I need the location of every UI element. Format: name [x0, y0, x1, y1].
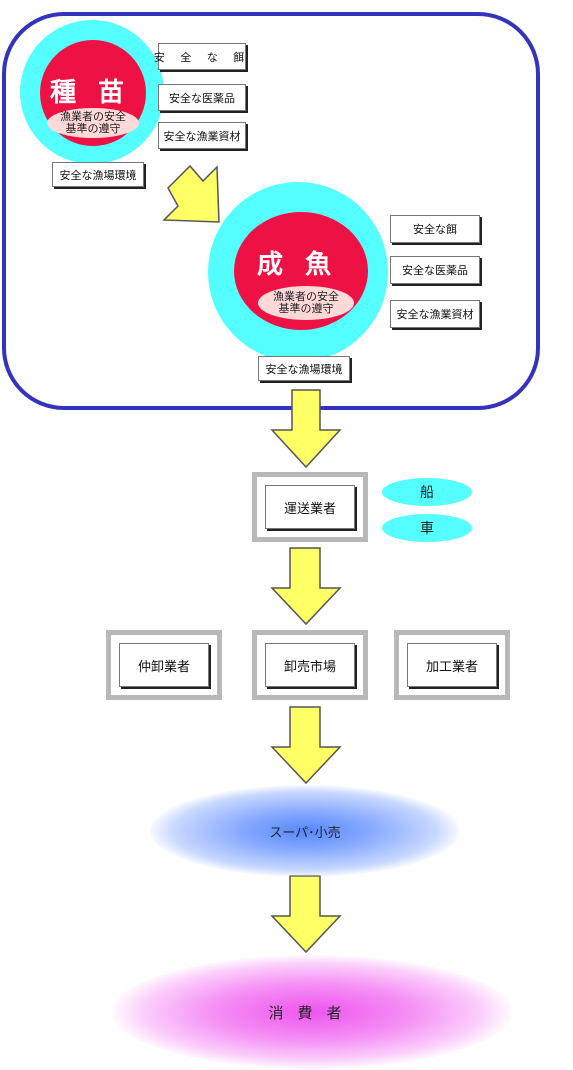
adult-input-medicine: 安全な医薬品 — [390, 256, 480, 284]
seedling-input-feed: 安 全 な 餌 — [154, 43, 246, 70]
arrow-to-retail — [270, 706, 342, 785]
adult-input-feed: 安全な餌 — [390, 215, 480, 243]
adult-note: 漁業者の安全基準の遵守 — [258, 286, 354, 320]
aquaculture-frame — [2, 12, 540, 410]
seedling-note: 漁業者の安全基準の遵守 — [47, 108, 139, 138]
arrow-to-consumer — [270, 875, 342, 954]
wholesale-market-frame: 卸売市場 — [252, 630, 368, 700]
intermediate-wholesaler-frame: 仲卸業者 — [106, 630, 222, 700]
adult-note-line2: 基準の遵守 — [278, 302, 334, 315]
adult-input-materials: 安全な漁業資材 — [390, 300, 480, 328]
seedling-title: 種苗 — [49, 78, 146, 108]
transport-label: 運送業者 — [265, 485, 355, 529]
seedling-input-materials: 安全な漁業資材 — [158, 122, 246, 149]
intermediate-wholesaler-label: 仲卸業者 — [119, 643, 209, 687]
seedling-note-line1: 漁業者の安全 — [60, 110, 126, 123]
retail-label: スーパ･小売 — [269, 825, 341, 841]
seedling-input-medicine: 安全な医薬品 — [158, 84, 246, 111]
transport-mode-ship: 船 — [382, 478, 472, 506]
transport-mode-truck: 車 — [382, 514, 472, 542]
transport-frame: 運送業者 — [252, 472, 368, 542]
consumer-label: 消費者 — [268, 1003, 356, 1022]
retail-oval: スーパ･小売 — [150, 785, 460, 877]
growth-arrow-shape — [162, 164, 220, 223]
adult-note-line1: 漁業者の安全 — [273, 290, 339, 303]
arrow-to-market — [270, 547, 342, 626]
arrow-to-transport — [270, 389, 342, 469]
seedling-environment: 安全な漁場環境 — [52, 162, 144, 187]
wholesale-market-label: 卸売市場 — [265, 643, 355, 687]
consumer-oval: 消費者 — [112, 955, 512, 1069]
adult-title: 成魚 — [256, 250, 353, 280]
adult-environment: 安全な漁場環境 — [258, 356, 350, 381]
processor-frame: 加工業者 — [394, 630, 510, 700]
processor-label: 加工業者 — [407, 643, 497, 687]
seedling-note-line2: 基準の遵守 — [65, 122, 121, 135]
